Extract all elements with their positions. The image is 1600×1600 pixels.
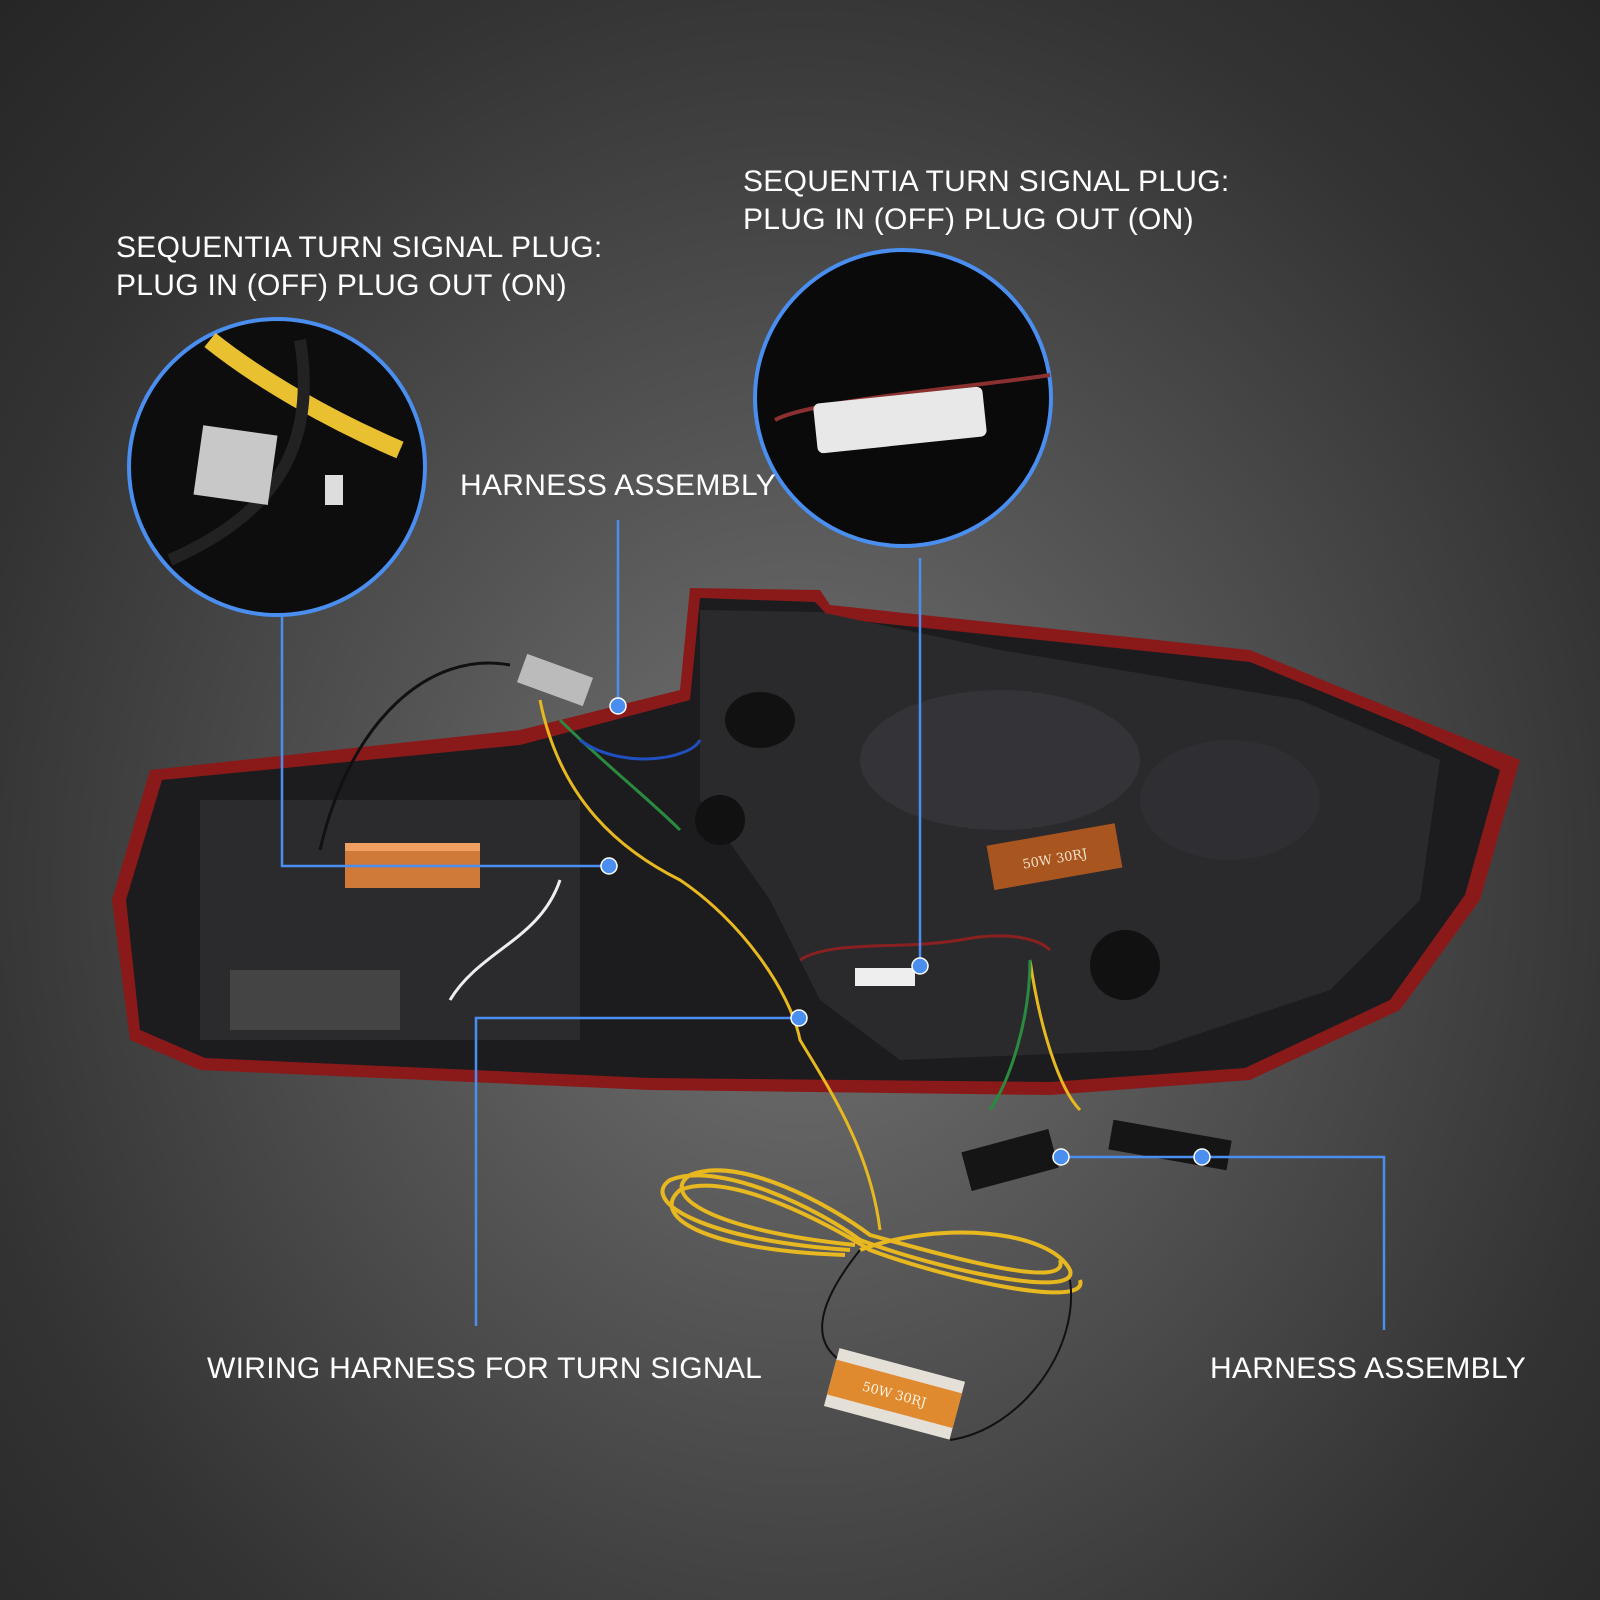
callout-plug-right-line1: SEQUENTIA TURN SIGNAL PLUG: [743, 165, 1230, 198]
callout-plug-right: SEQUENTIA TURN SIGNAL PLUG: PLUG IN (OFF… [743, 163, 1230, 239]
callout-harness-top: HARNESS ASSEMBLY [460, 469, 777, 502]
tail-light-housing [112, 588, 1520, 1095]
detail-circle-left [127, 317, 427, 617]
wires [318, 661, 1082, 1231]
callout-dots [600, 697, 1211, 1166]
connector-bottom-2 [1108, 1119, 1232, 1171]
turn-signal-plug [855, 968, 915, 986]
resistor-right: 50W 30RJ [986, 823, 1123, 891]
callout-plug-left-line2: PLUG IN (OFF) PLUG OUT (ON) [116, 269, 567, 302]
connector-bottom [961, 1129, 1059, 1191]
callout-plug-left: SEQUENTIA TURN SIGNAL PLUG: PLUG IN (OFF… [116, 229, 603, 305]
resistor-bottom: 50W 30RJ [823, 1348, 966, 1440]
callout-harness-bottom: HARNESS ASSEMBLY [1210, 1352, 1527, 1385]
callout-lines [280, 520, 1386, 1330]
connector-top [516, 653, 594, 707]
callout-plug-left-line1: SEQUENTIA TURN SIGNAL PLUG: [116, 231, 603, 264]
callout-wiring-turn-signal: WIRING HARNESS FOR TURN SIGNAL [207, 1352, 763, 1385]
detail-circle-right [753, 248, 1053, 548]
callout-plug-right-line2: PLUG IN (OFF) PLUG OUT (ON) [743, 203, 1194, 236]
